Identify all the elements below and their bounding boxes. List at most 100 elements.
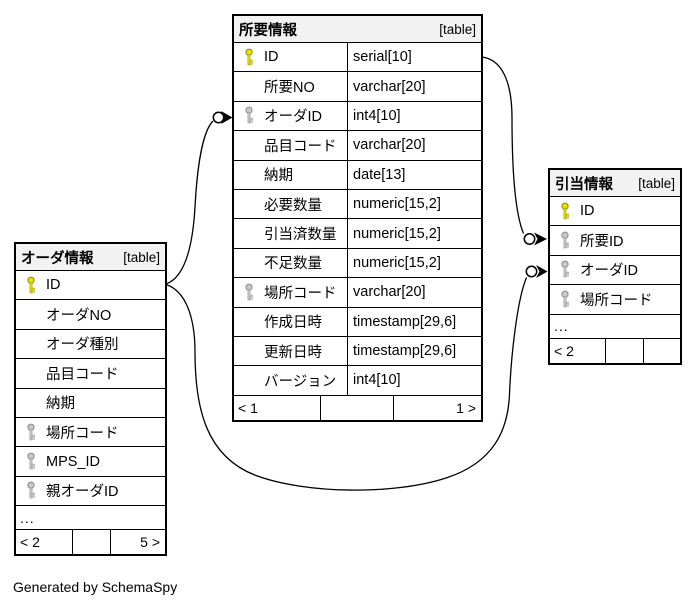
column-name: 場所コード (264, 285, 337, 302)
relationship-line (165, 120, 214, 285)
primary-key-icon (245, 48, 253, 65)
table-header[interactable]: 引当情報 [table] (550, 170, 680, 197)
column-type: int4[10] (347, 101, 481, 131)
relationship-line (165, 277, 528, 491)
column-name-cell: 親オーダID (16, 477, 165, 505)
column-name: 納期 (264, 168, 293, 185)
column-name: 必要数量 (264, 197, 322, 214)
foreign-key-icon (245, 107, 253, 124)
column-name: ID (46, 277, 61, 294)
table-title[interactable]: 所要情報 (239, 22, 297, 39)
table-title[interactable]: オーダ情報 (21, 250, 94, 267)
arrowhead-icon (534, 232, 547, 246)
column-row: オーダID (550, 255, 680, 286)
column-row: 作成日時 timestamp[29,6] (234, 307, 481, 337)
table-header[interactable]: 所要情報 [table] (234, 16, 481, 43)
footer-middle-cell (605, 338, 643, 363)
foreign-key-slot (16, 423, 46, 442)
column-type: timestamp[29,6] (347, 336, 481, 366)
column-type: timestamp[29,6] (347, 307, 481, 336)
foreign-key-slot (16, 452, 46, 471)
column-name-cell: ID (550, 197, 680, 225)
ellipsis-row: ... (16, 506, 165, 531)
column-name-cell: オーダ種別 (16, 330, 165, 358)
column-row: 場所コード (16, 417, 165, 448)
footer-outgoing-count: 5 > (110, 530, 165, 555)
column-row: 更新日時 timestamp[29,6] (234, 336, 481, 367)
column-name: ID (264, 49, 279, 66)
column-row: 場所コード varchar[20] (234, 278, 481, 308)
column-name-cell: 品目コード (234, 131, 347, 159)
column-name: 品目コード (264, 138, 337, 155)
primary-key-slot (16, 276, 46, 295)
column-row: 必要数量 numeric[15,2] (234, 189, 481, 220)
foreign-key-slot (16, 481, 46, 500)
table-title[interactable]: 引当情報 (555, 176, 613, 193)
column-name-cell: 納期 (16, 389, 165, 417)
column-name: 作成日時 (264, 315, 322, 332)
generated-by-label: Generated by SchemaSpy (13, 579, 178, 595)
footer-incoming-count: < 1 (238, 399, 258, 416)
column-row: 場所コード (550, 285, 680, 315)
table-footer: < 2 5 > (16, 530, 165, 555)
column-name-cell: 引当済数量 (234, 219, 347, 247)
column-name-cell: バージョン (234, 366, 347, 394)
arrowhead-icon (536, 265, 548, 278)
column-type: numeric[15,2] (347, 189, 481, 219)
column-name: 所要NO (264, 80, 315, 97)
column-name: オーダID (264, 109, 322, 126)
table-header[interactable]: オーダ情報 [table] (16, 244, 165, 271)
foreign-key-slot (550, 260, 580, 279)
footer-outgoing-count (643, 338, 680, 363)
column-row: ID serial[10] (234, 43, 481, 73)
column-name-cell: オーダNO (16, 300, 165, 328)
table-tag: [table] (439, 21, 476, 37)
column-name: 引当済数量 (264, 227, 337, 244)
column-name-cell: 更新日時 (234, 337, 347, 365)
column-type: varchar[20] (347, 131, 481, 160)
column-type: varchar[20] (347, 278, 481, 307)
connector-circle-icon (212, 111, 225, 124)
column-row: オーダNO (16, 300, 165, 330)
column-name: 更新日時 (264, 344, 322, 361)
column-row: 親オーダID (16, 476, 165, 507)
foreign-key-slot (550, 231, 580, 250)
foreign-key-icon (561, 261, 569, 278)
column-row: ID (550, 197, 680, 227)
footer-incoming-count: < 2 (20, 534, 40, 551)
column-name-cell: MPS_ID (16, 447, 165, 475)
foreign-key-icon (245, 283, 253, 301)
column-type: int4[10] (347, 366, 481, 395)
footer-middle-cell (72, 530, 110, 555)
column-row: バージョン int4[10] (234, 366, 481, 396)
column-name-cell: 品目コード (16, 359, 165, 387)
column-row: 品目コード (16, 359, 165, 389)
column-name: 所要ID (580, 234, 624, 251)
ellipsis-row: ... (550, 314, 680, 339)
column-type: date[13] (347, 160, 481, 189)
column-row: オーダ種別 (16, 329, 165, 360)
primary-key-icon (561, 202, 569, 219)
column-name: ID (580, 203, 595, 220)
table-tag: [table] (638, 175, 675, 191)
table-tag: [table] (123, 249, 160, 265)
footer-outgoing-count: 1 > (393, 395, 481, 420)
column-name: オーダID (580, 263, 638, 280)
column-row: 品目コード varchar[20] (234, 131, 481, 161)
column-name-cell: 場所コード (550, 285, 680, 313)
column-name-cell: 所要NO (234, 72, 347, 100)
foreign-key-icon (27, 482, 35, 499)
foreign-key-slot (234, 106, 264, 125)
column-name: オーダ種別 (46, 337, 119, 354)
column-name: バージョン (264, 373, 337, 390)
column-type: numeric[15,2] (347, 248, 481, 278)
column-type: serial[10] (347, 43, 481, 72)
